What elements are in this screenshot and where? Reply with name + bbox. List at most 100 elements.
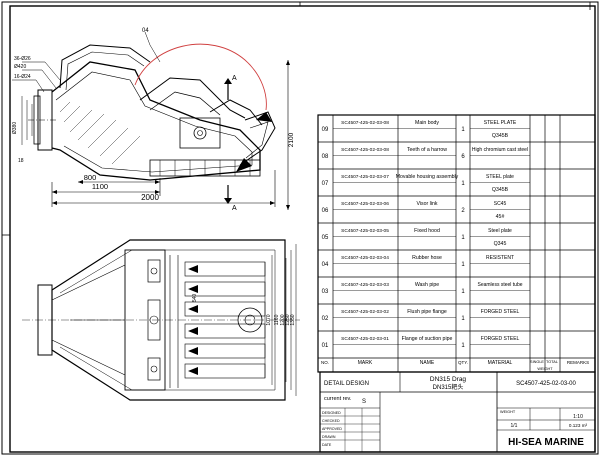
bom-row-mark: SC4507-425-02-03-06	[341, 201, 389, 207]
side-view: 2000 1100 800 2100 36-Ø26 Ø420 16-Ø24 Ø3…	[12, 28, 295, 212]
bom-row-name: Flush pipe flange	[407, 309, 447, 315]
label-bolt-holes-left: 16-Ø24	[14, 74, 31, 80]
plan-dim-3: 1160	[274, 314, 280, 325]
bom-header-remarks: REMARKS	[567, 360, 589, 365]
dim-right-height: 2100	[288, 132, 295, 147]
section-marker-bottom: A	[232, 205, 237, 212]
bom-row-no: 07	[322, 181, 329, 187]
bom-row-material: High chromium cast steel	[472, 147, 528, 153]
bom-row-no: 08	[322, 154, 329, 160]
plan-dim-4: 1200	[280, 314, 286, 325]
bom-row-qty: 1	[461, 262, 465, 268]
bom-row-mark: SC4507-425-02-03-07	[341, 174, 389, 180]
approved-label: APPROVED	[322, 427, 342, 431]
title-block: DETAIL DESIGN DN315 Drag DN315耙头 SC4507-…	[319, 371, 596, 453]
bom-header-no: NO.	[321, 360, 329, 365]
section-marker-top: A	[232, 75, 237, 82]
bom-row-material-grade: 45#	[496, 214, 505, 220]
bom-row-name: Movable housing assembly	[396, 174, 459, 180]
bom-row-mark: SC4507-425-02-03-01	[341, 336, 389, 342]
plan-dim-6: 1350	[290, 314, 296, 325]
detail-design-label: DETAIL DESIGN	[324, 381, 369, 387]
bom-row-mark: SC4507-425-02-03-04	[341, 255, 389, 261]
dim-short-length: 800	[84, 173, 97, 182]
drawing-title-cn: DN315耙头	[433, 383, 464, 391]
bom-row-name: Main body	[415, 120, 439, 126]
date-label: DATE	[322, 443, 332, 447]
bom-row-mark: SC4507-425-02-03-02	[341, 309, 389, 315]
bom-row-qty: 1	[461, 343, 465, 349]
bom-row-no: 06	[322, 208, 329, 214]
visor-swing-arc	[134, 43, 267, 111]
label-bottom-tag: 18	[18, 158, 24, 164]
bom-header-total: TOTAL	[546, 360, 558, 364]
current-rev-value: S	[362, 399, 366, 405]
company-name: HI-SEA MARINE	[508, 437, 584, 448]
bom-row-material: FORGED STEEL	[481, 309, 520, 315]
bom-row-qty: 2	[461, 208, 465, 214]
bom-row-no: 09	[322, 127, 329, 133]
dim-overall-length: 2000	[141, 193, 159, 202]
plan-dim-1: 540	[192, 294, 198, 303]
bom-row-material: Seamless steel tube	[477, 282, 522, 288]
bom-header-qty: QTY.	[458, 360, 468, 365]
bom-row-name: Visor link	[417, 201, 438, 207]
checked-label: CHECKED	[322, 419, 340, 423]
bom-row-no: 03	[322, 289, 329, 295]
drawing-title: DN315 Drag	[430, 376, 467, 383]
weight-label: WEIGHT	[500, 410, 516, 414]
bom-row-qty: 1	[461, 316, 465, 322]
bom-row-material-grade: Q345B	[492, 133, 509, 139]
bom-row-qty: 1	[461, 181, 465, 187]
bom-row-name: Flange of suction pipe	[402, 336, 453, 342]
bom-row-material: FORGED STEEL	[481, 336, 520, 342]
bom-frame	[317, 114, 596, 373]
bom-row-mark: SC4507-425-02-03-05	[341, 228, 389, 234]
plan-view: 540 1070 1160 1200 1250 1350	[22, 239, 300, 401]
drawing-number: SC4507-425-02-03-00	[516, 381, 576, 387]
current-rev-label: current rev.	[324, 396, 352, 402]
label-part-tag: 04	[142, 28, 149, 34]
bom-row-no: 04	[322, 262, 329, 268]
bom-row-material-grade: Q345	[494, 241, 507, 247]
bom-row-no: 02	[322, 316, 329, 322]
label-flange-id: Ø380	[12, 122, 18, 134]
plan-dim-5: 1250	[285, 314, 291, 325]
bom-row-material: RESISTENT	[486, 255, 514, 261]
bom-row-qty: 6	[461, 154, 465, 160]
bom-row-no: 01	[322, 343, 329, 349]
bom-header-mark: MARK	[358, 360, 373, 366]
bom-row-material: Steel plate	[488, 228, 512, 234]
bom-row-qty: 1	[461, 235, 465, 241]
bom-row-qty: 1	[461, 289, 465, 295]
bom-row-name: Wash pipe	[415, 282, 439, 288]
bom-row-material: STEEL PLATE	[484, 120, 517, 126]
weight-value: 0.123 m³	[569, 423, 588, 428]
bom-row-name: Teeth of a harrow	[407, 147, 447, 153]
drawn-label: DRAWN	[322, 435, 336, 439]
harrow-teeth	[169, 255, 266, 388]
bom-header-single: SINGLE	[530, 360, 544, 364]
bom-row-qty: 1	[461, 127, 465, 133]
bom-row-mark: SC4507-425-02-03-08	[341, 120, 389, 126]
bom-row-no: 05	[322, 235, 329, 241]
scale-value: 1:10	[573, 414, 583, 420]
label-bolt-holes-top: 36-Ø26	[14, 56, 31, 62]
bom-row-name: Rubber hose	[412, 255, 442, 261]
label-flange-od: Ø420	[14, 64, 26, 70]
bom-header-material: MATERIAL	[488, 360, 513, 366]
bom-header-name: NAME	[420, 360, 435, 366]
bom-row-name: Fixed hood	[414, 228, 440, 234]
bom-row-material-grade: Q345B	[492, 187, 509, 193]
bom-header-weight: WEIGHT	[537, 367, 553, 371]
designed-label: DESIGNED	[322, 411, 341, 415]
plan-dim-2: 1070	[266, 314, 272, 325]
bom-row-material: STEEL plate	[486, 174, 514, 180]
bom-row-mark: SC4507-425-02-03-03	[341, 282, 389, 288]
bom-row-mark: SC4507-425-02-03-08	[341, 147, 389, 153]
bom-row-material: SC45	[494, 201, 507, 207]
sheet-number: 1/1	[511, 423, 518, 429]
dim-mid-length: 1100	[92, 182, 108, 191]
